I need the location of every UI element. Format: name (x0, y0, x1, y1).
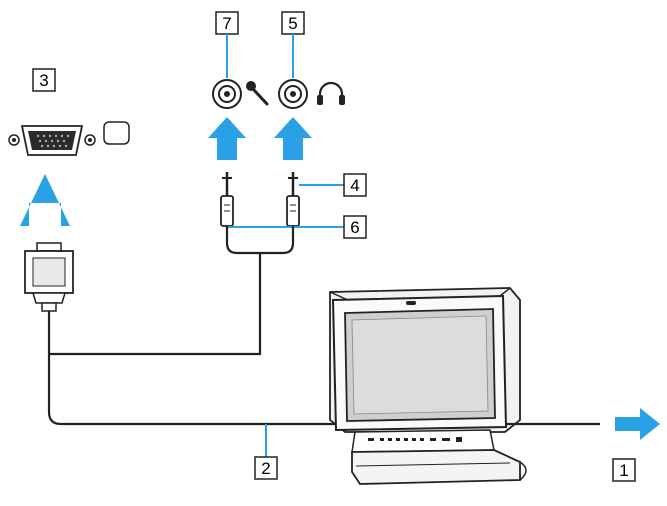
arrow-up-headphone (274, 117, 312, 160)
callout-6-label: 6 (350, 218, 359, 237)
arrow-up-mic (208, 117, 246, 160)
arrow-right-power (615, 408, 660, 440)
callout-3-label: 3 (39, 71, 48, 90)
vga-port (8, 125, 96, 156)
vga-cable (47, 311, 340, 426)
callout-1-label: 1 (619, 461, 628, 480)
headphones-icon (317, 81, 345, 105)
callout-1: 1 (612, 458, 636, 482)
mic-plug (220, 172, 234, 227)
monitor-port-icon (103, 121, 130, 145)
callout-5: 5 (281, 11, 305, 78)
arrow-up-vga (20, 174, 70, 226)
callout-4-label: 4 (350, 176, 359, 195)
vga-cable-plug (24, 242, 74, 312)
callout-3: 3 (32, 68, 56, 92)
microphone-icon (246, 81, 269, 106)
audio-cable (50, 226, 295, 356)
callout-5-label: 5 (288, 14, 297, 33)
callout-2-label: 2 (261, 459, 270, 478)
crt-monitor (329, 287, 527, 485)
headphone-plug (286, 172, 300, 227)
mic-jack (212, 79, 242, 109)
callout-7-label: 7 (222, 14, 231, 33)
callout-2: 2 (254, 424, 278, 480)
callout-6: 6 (227, 215, 367, 239)
callout-7: 7 (215, 11, 239, 78)
headphone-jack (278, 79, 308, 109)
callout-4: 4 (299, 173, 367, 197)
